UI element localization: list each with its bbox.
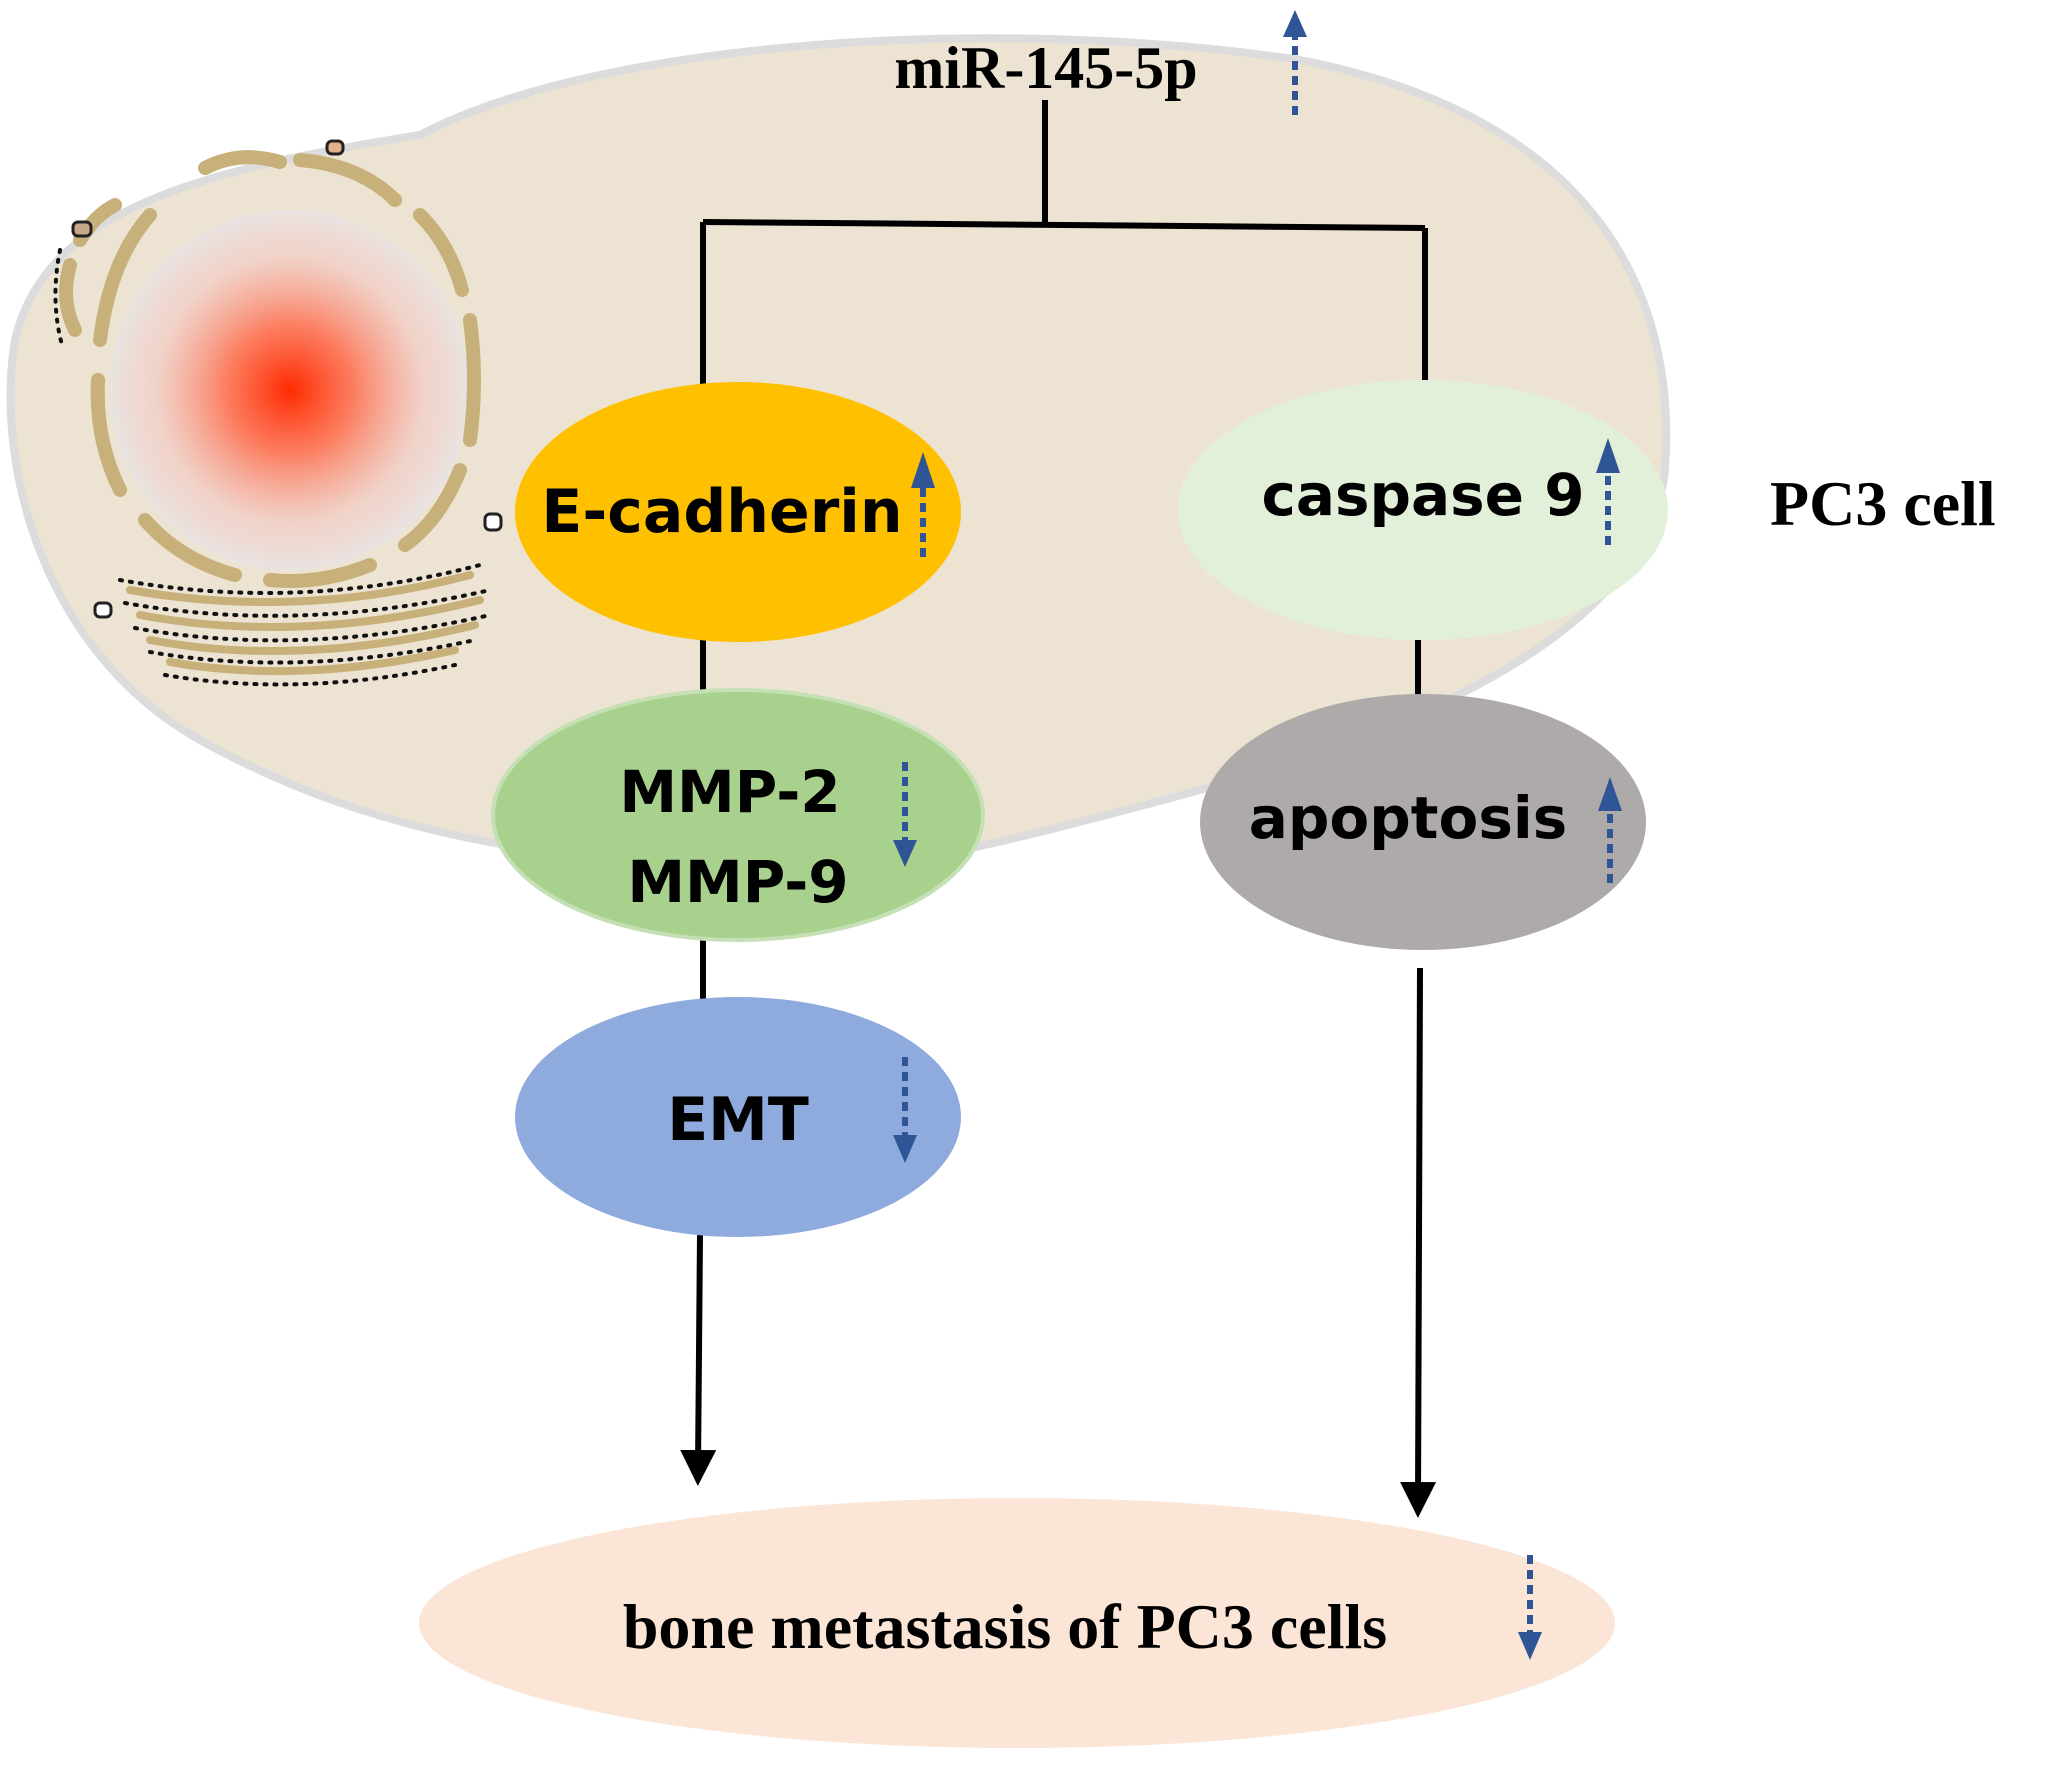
node-apoptosis bbox=[1200, 694, 1646, 950]
arrow-up-e-cadherin-icon bbox=[911, 452, 935, 557]
node-mmp-label-line2: MMP-9 bbox=[627, 848, 848, 916]
arrow-apoptosis-to-outcome bbox=[1400, 967, 1437, 1518]
connectors bbox=[700, 100, 1428, 1000]
node-outcome bbox=[419, 1498, 1615, 1748]
arrow-up-apoptosis-icon bbox=[1598, 777, 1622, 883]
cell-label: PC3 cell bbox=[1770, 468, 1996, 539]
node-mmp-label-line1: MMP-2 bbox=[619, 758, 840, 826]
nucleus-illustration bbox=[53, 139, 503, 687]
arrow-emt-to-outcome bbox=[680, 1234, 717, 1486]
arrow-down-mmp-icon bbox=[893, 762, 917, 867]
top-node-label: miR-145-5p bbox=[894, 35, 1197, 101]
arrow-down-outcome-icon bbox=[1518, 1555, 1542, 1660]
node-outcome-label: bone metastasis of PC3 cells bbox=[623, 1591, 1387, 1662]
node-caspase9 bbox=[1178, 380, 1668, 640]
node-e-cadherin bbox=[515, 382, 961, 642]
node-mmp bbox=[491, 688, 985, 942]
node-apoptosis-label: apoptosis bbox=[1249, 784, 1568, 852]
arrow-down-emt-icon bbox=[893, 1057, 917, 1163]
node-caspase9-label: caspase 9 bbox=[1261, 461, 1584, 529]
node-emt-label: EMT bbox=[667, 1085, 809, 1155]
node-emt bbox=[515, 997, 961, 1237]
arrow-up-caspase9-icon bbox=[1596, 438, 1620, 545]
arrow-up-mir145-icon bbox=[1283, 10, 1307, 115]
node-e-cadherin-label: E-cadherin bbox=[541, 477, 902, 547]
